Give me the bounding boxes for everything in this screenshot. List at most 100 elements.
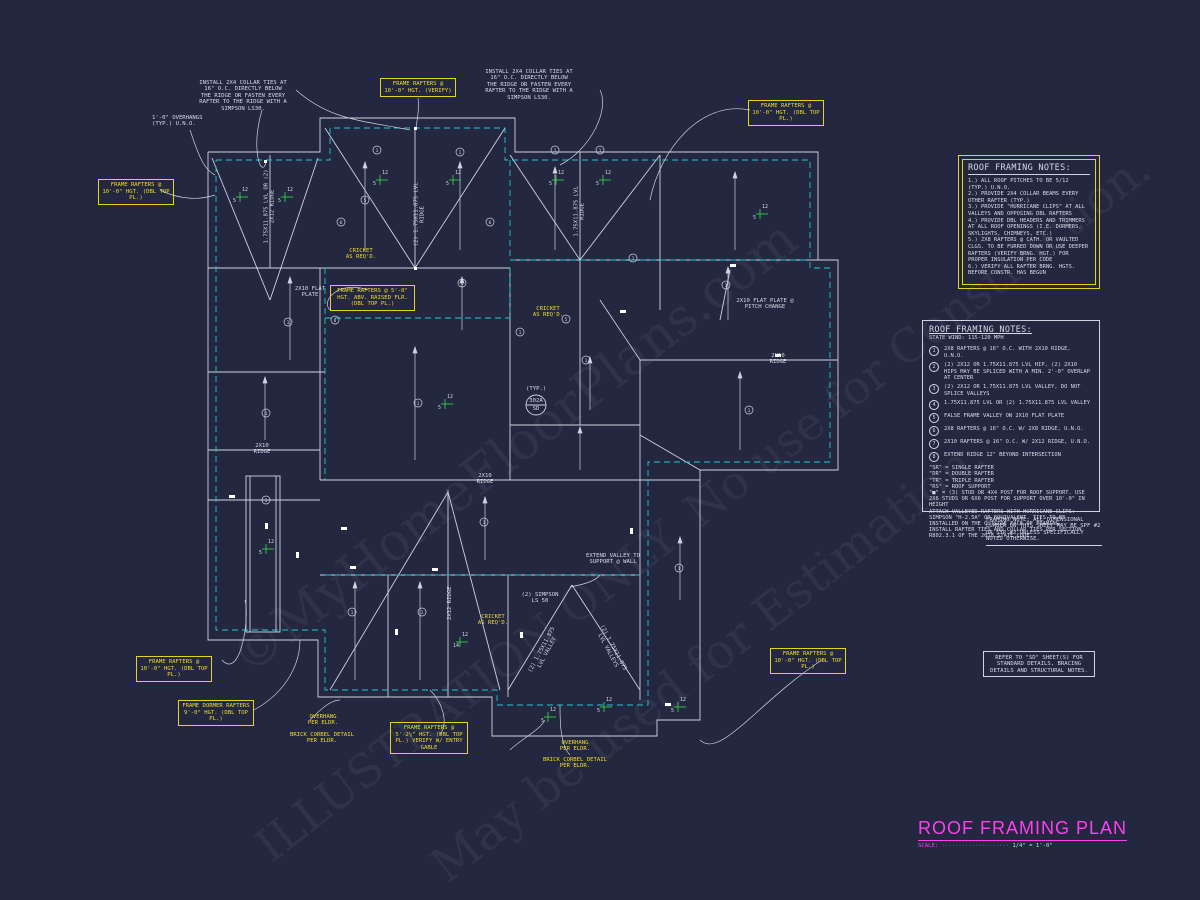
callout-ridge-center: 2x10 RIDGE: [476, 473, 494, 486]
legend-symbol: 5: [929, 413, 939, 424]
rafter-type-symbol: 5: [364, 198, 367, 204]
legend-text: 1.75x11.875 LVL OR (2) 1.75x11.875 LVL V…: [944, 400, 1091, 407]
pitch-rise-label: 12: [242, 187, 248, 193]
legend-symbol: 1: [929, 346, 939, 357]
pitch-symbol: [236, 192, 248, 202]
scale-row: SCALE: ···················· 1/4" = 1'-0": [918, 843, 1053, 849]
roof-note-item: 2.) PROVIDE 2x4 COLLAR BEAMS EVERY OTHER…: [968, 191, 1079, 204]
tag-entry: FRAME RAFTERS @ 5'-2¼" HGT. (DBL TOP PL.…: [390, 722, 468, 755]
abbreviation: "RS" = ROOF SUPPORT: [929, 483, 991, 490]
sd-note-text: REFER TO "SD" SHEET(S) FOR STANDARD DETA…: [990, 655, 1088, 674]
tag-raised-floor: FRAME RAFTERS @ 5'-0" HGT. ABV. RAISED F…: [330, 285, 415, 311]
section-sheet: SD: [532, 406, 540, 412]
abbreviation: "■" = (3) STUD OR 4x4 POST FOR ROOF SUPP…: [929, 490, 1085, 509]
cricket-note-1: CRICKET AS REQ'D.: [345, 248, 377, 261]
pitch-symbol: [441, 399, 453, 409]
callout-lvl-ridge-3: 1.75x11.875 LVL OR (2) 2x12 RIDGE: [263, 169, 276, 244]
callout-lvl-ridge-1: (2) 1.75x11.875 LVL RIDGE: [413, 182, 426, 247]
pitch-run-label: 5: [259, 550, 262, 556]
rafter-type-symbol: 6: [340, 220, 343, 226]
roof-notes-list: 1.) ALL ROOF PITCHES TO BE 5/12 (TYP.) U…: [968, 178, 1090, 277]
roof-note-item: 5.) 2x8 RAFTERS @ CATH. OR VAULTED CLGS.…: [968, 237, 1089, 264]
callout-ridge-left: 2x10 RIDGE: [253, 443, 271, 456]
pitch-rise-label: 12: [605, 170, 611, 176]
pitch-run-label: 5: [233, 198, 236, 204]
rafter-type-symbol: 1: [265, 411, 268, 417]
scale-value: 1/4" = 1'-0": [1012, 843, 1053, 849]
legend-text: FALSE FRAME VALLEY ON 2x10 FLAT PLATE: [944, 413, 1065, 420]
legend-text: 2x8 RAFTERS @ 16" O.C. WITH 2x10 RIDGE, …: [944, 346, 1071, 359]
pitch-rise-label: 12: [606, 697, 612, 703]
roof-note-item: 4.) PROVIDE DBL HEADERS AND TRIMMERS AT …: [968, 217, 1085, 237]
tag-bottom-left: FRAME RAFTERS @ 10'-0" HGT. (DBL TOP PL.…: [136, 656, 212, 682]
pitch-rise-label: 12: [382, 170, 388, 176]
pitch-run-label: 5: [671, 708, 674, 714]
section-ref: 302A: [529, 398, 543, 404]
rafter-type-symbol: 1: [554, 148, 557, 154]
pitch-run-label: 5: [446, 181, 449, 187]
callout-ridge-2x12: 2x12 RIDGE: [446, 586, 453, 621]
pitch-run-label: 5: [541, 718, 544, 724]
legend-symbol: 6: [929, 426, 939, 437]
pitch-rise-label: 12: [680, 697, 686, 703]
rafter-type-symbol: 1: [351, 610, 354, 616]
hip-line: [599, 299, 641, 361]
legend-text: 2x8 RAFTERS @ 16" O.C. W/ 2x8 RIDGE, U.N…: [944, 426, 1084, 433]
tag-left: FRAME RAFTERS @ 10'-0" HGT. (DBL TOP PL.…: [98, 179, 174, 205]
hip-line: [507, 584, 573, 691]
pitch-symbol: [544, 712, 556, 722]
legend-symbol: 7: [929, 439, 939, 450]
pitch-rise-label: 12: [462, 632, 468, 638]
wall-line: [325, 268, 511, 319]
rafter-type-symbol: 1: [748, 408, 751, 414]
roof-note-item: 6.) VERIFY ALL RAFTER BRNG. HGTS. BEFORE…: [968, 263, 1076, 277]
rafter-type-symbol: 1: [678, 566, 681, 572]
sd-note-box: REFER TO "SD" SHEET(S) FOR STANDARD DETA…: [983, 651, 1095, 677]
hip-line: [579, 154, 661, 261]
pitch-rise-label: 12: [558, 170, 564, 176]
hip-line: [269, 157, 319, 301]
tag-bottom-right: FRAME RAFTERS @ 10'-0" HGT. (DBL TOP PL.…: [770, 648, 846, 674]
callout-flat-plate-right: 2x10 FLAT PLATE @ PITCH CHANGE: [736, 298, 794, 311]
pitch-run-label: 5: [753, 215, 756, 221]
hip-line: [211, 157, 271, 301]
rafter-type-symbol: 1: [287, 320, 290, 326]
hip-line: [324, 127, 416, 269]
rafter-type-symbol: 1: [599, 148, 602, 154]
rafter-type-symbol: 1: [483, 520, 486, 526]
rafter-type-symbol: 8: [334, 318, 337, 324]
abbreviation: ATTACH VALLEYED RAFTERS WITH HURRICANE C…: [929, 508, 1076, 528]
overhang-note-left: OVERHANG PER ELDR.: [307, 714, 339, 727]
callout-lvl-ridge-2: 1.75x11.875 LVL RIDGE: [573, 186, 586, 237]
callout-simpson: (2) SIMPSON LS 50: [521, 592, 559, 605]
wall-line: [509, 160, 810, 261]
pitch-symbol: [756, 209, 768, 219]
rafter-type-symbol: 1: [417, 401, 420, 407]
roof-note-item: 3.) PROVIDE "HURRICANE CLIPS" AT ALL VAL…: [968, 204, 1085, 217]
rafter-type-symbol: 1: [421, 610, 424, 616]
callout-extend-valley: EXTEND VALLEY TO SUPPORT @ WALL: [586, 553, 640, 566]
pitch-symbol: [449, 175, 461, 185]
cricket-note-2: CRICKET AS REQ'D.: [532, 306, 564, 319]
legend-text: (2) 2x12 OR 1.75x11.875 LVL VALLEY, DO N…: [944, 384, 1081, 397]
rafter-type-symbol: 1: [461, 281, 464, 287]
roof-notes-title: ROOF FRAMING NOTES:: [968, 163, 1090, 175]
abbreviation: "DR" = DOUBLE RAFTER: [929, 471, 994, 478]
legend-symbol: 4: [929, 400, 939, 411]
callout-collar-ties-right: INSTALL 2x4 COLLAR TIES AT 16" O.C. DIRE…: [485, 69, 573, 101]
cricket-note-3: CRICKET AS REQ'D.: [477, 614, 509, 627]
rafter-type-symbol: 1: [632, 256, 635, 262]
legend-text: EXTEND RIDGE 12" BEYOND INTERSECTION: [944, 452, 1061, 459]
pitch-symbol: [262, 544, 274, 554]
abbreviation: "SR" = SINGLE RAFTER: [929, 465, 994, 472]
callout-typ: (TYP.): [526, 386, 547, 392]
wall-line: [215, 127, 831, 706]
rafter-type-symbol: 5: [565, 317, 568, 323]
callout-overhang: 1'-0" OVERHANGS (TYP.) U.N.O.: [152, 115, 203, 128]
hip-line: [639, 434, 701, 471]
scale-label: SCALE:: [918, 843, 939, 849]
brick-corbel-left: BRICK CORBEL DETAIL PER ELDR.: [290, 732, 354, 745]
tag-top-right: FRAME RAFTERS @ 10'-0" HGT. (DBL TOP PL.…: [748, 100, 824, 126]
